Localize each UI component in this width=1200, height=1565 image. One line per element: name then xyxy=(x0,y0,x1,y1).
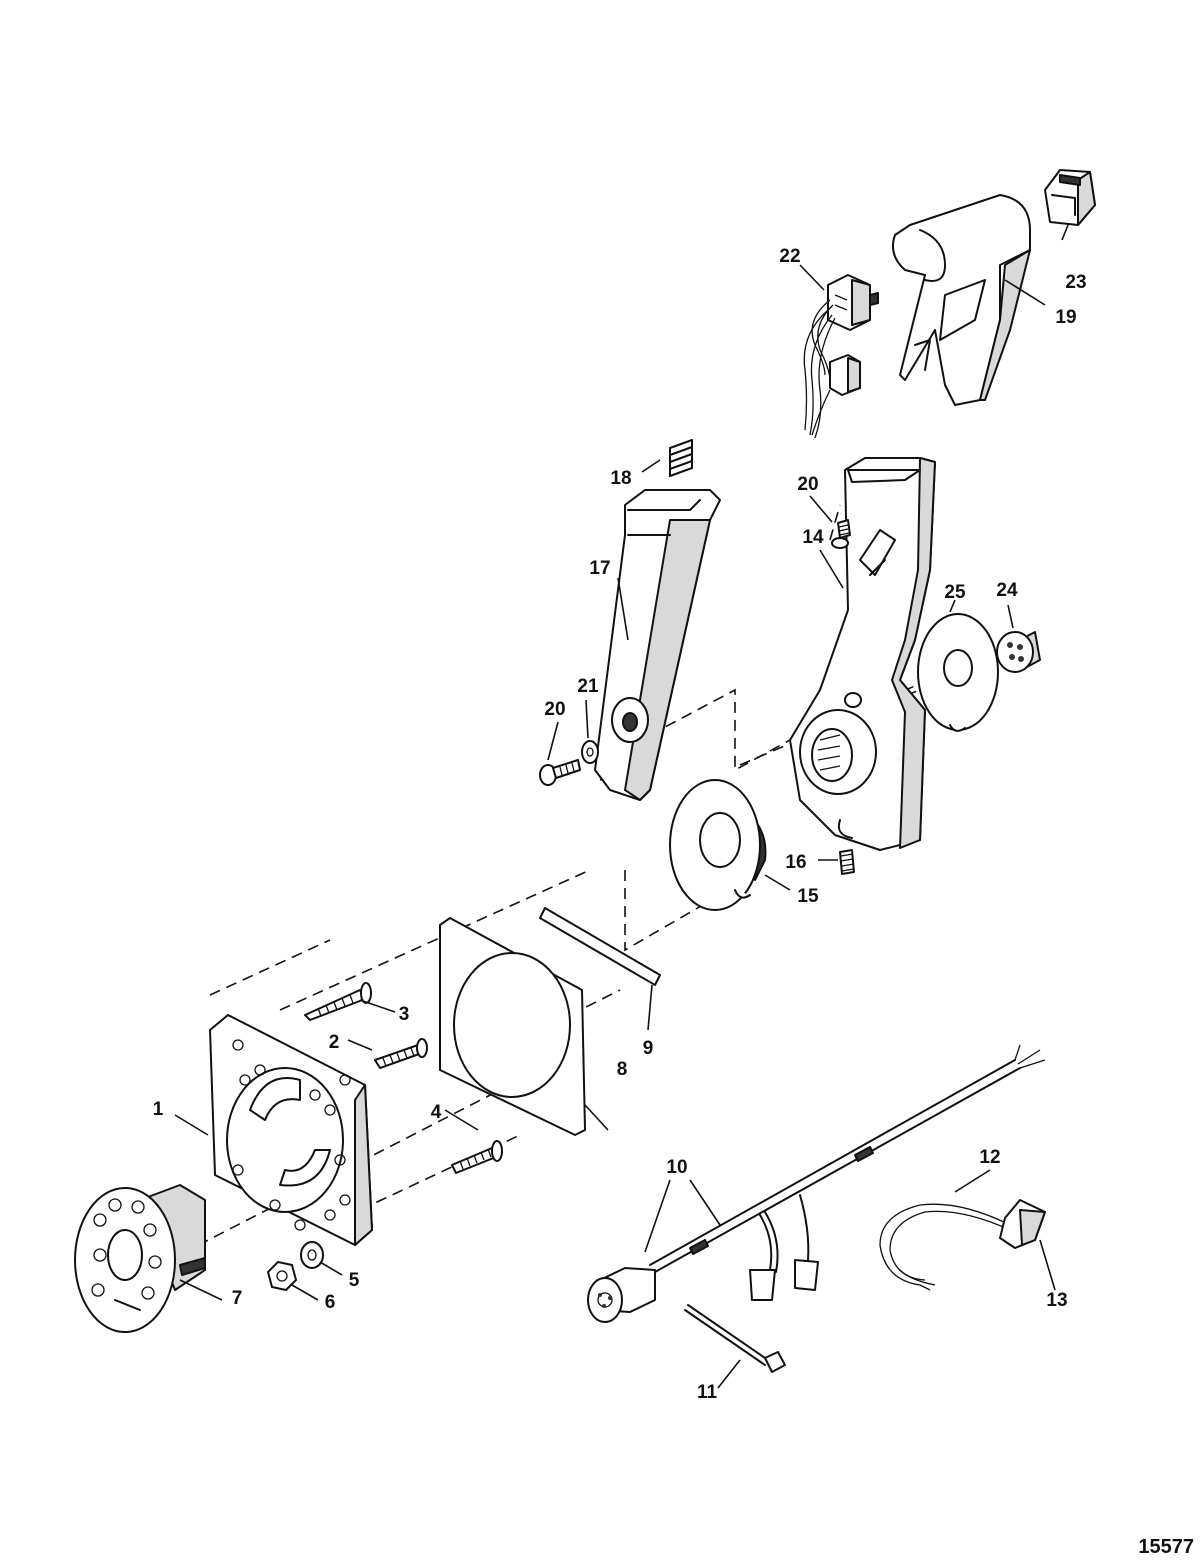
gasket xyxy=(439,917,586,1136)
label-8: 8 xyxy=(617,1059,628,1080)
label-23: 23 xyxy=(1065,272,1086,293)
handle-grip xyxy=(892,194,1031,406)
label-14: 14 xyxy=(802,527,824,548)
label-12: 12 xyxy=(979,1147,1000,1168)
hex-nut xyxy=(267,1261,297,1291)
set-screw xyxy=(839,849,855,875)
label-3: 3 xyxy=(399,1004,410,1025)
label-18: 18 xyxy=(610,468,631,489)
screw-20-lower xyxy=(539,759,581,786)
label-5: 5 xyxy=(349,1270,360,1291)
label-16: 16 xyxy=(785,852,806,873)
label-20-upper: 20 xyxy=(797,474,818,495)
label-19: 19 xyxy=(1055,307,1076,328)
washer-21 xyxy=(581,740,599,764)
label-15: 15 xyxy=(797,886,819,907)
label-22: 22 xyxy=(779,246,800,267)
leader-lines xyxy=(174,224,1069,1389)
label-25: 25 xyxy=(944,582,966,603)
label-1: 1 xyxy=(153,1099,164,1120)
label-21: 21 xyxy=(577,676,599,697)
part-labels: 1 2 3 4 5 6 7 8 9 10 11 12 13 14 15 16 1… xyxy=(153,246,1087,1403)
detent-plate xyxy=(669,779,767,911)
label-7: 7 xyxy=(232,1288,243,1309)
lock-nut xyxy=(996,631,1041,673)
cable-tie xyxy=(684,1304,786,1373)
label-10: 10 xyxy=(666,1157,687,1178)
trim-switch xyxy=(1044,169,1096,226)
switch-wiring xyxy=(803,274,879,439)
screw-3 xyxy=(304,982,372,1021)
shim-strip xyxy=(539,907,661,986)
throttle-lever xyxy=(594,489,721,801)
friction-washer xyxy=(917,613,999,732)
screw-4 xyxy=(451,1140,503,1174)
label-2: 2 xyxy=(329,1032,340,1053)
label-20-lower: 20 xyxy=(544,699,565,720)
screw-20-upper xyxy=(831,519,851,549)
label-6: 6 xyxy=(325,1292,336,1313)
spring xyxy=(669,439,693,477)
label-11: 11 xyxy=(697,1382,718,1403)
label-4: 4 xyxy=(431,1102,442,1123)
washer xyxy=(300,1241,324,1269)
control-lever-arm xyxy=(789,457,936,851)
mounting-plate xyxy=(209,1014,373,1246)
screw-2 xyxy=(374,1038,428,1069)
document-number: 15577 xyxy=(1138,1536,1194,1558)
label-17: 17 xyxy=(589,558,610,579)
label-13: 13 xyxy=(1046,1290,1067,1311)
main-wiring-harness xyxy=(587,1044,1046,1323)
bushing-hub xyxy=(74,1184,206,1333)
label-9: 9 xyxy=(643,1038,654,1059)
label-24: 24 xyxy=(996,580,1018,601)
neutral-switch-lead xyxy=(879,1199,1046,1291)
